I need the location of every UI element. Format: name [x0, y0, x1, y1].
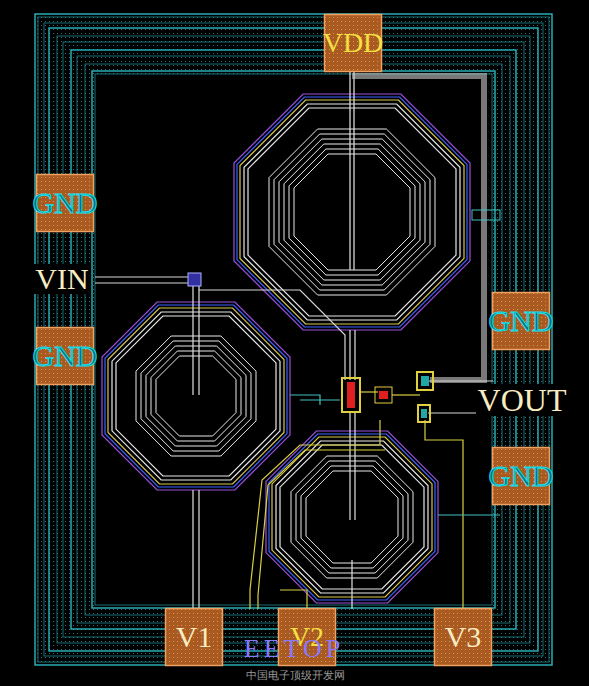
inductor-turn	[156, 356, 236, 436]
pad-name: V1	[176, 622, 213, 652]
pad-name: GND	[33, 188, 98, 218]
watermark: 中国电子顶级开发网	[244, 670, 347, 681]
inductor-outline	[112, 312, 280, 480]
inductor-outline	[108, 308, 284, 484]
guard-ring-line	[57, 36, 530, 643]
bond-pad: GND	[486, 448, 557, 505]
guard-ring-line	[95, 74, 492, 605]
signal-name: VOUT	[476, 384, 569, 416]
inductor-turn	[274, 134, 430, 290]
inductor-outline	[102, 302, 290, 490]
pad-name: GND	[489, 306, 554, 336]
guard-ring-line	[35, 14, 552, 665]
inductor-turn	[301, 466, 403, 568]
guard-ring-line	[63, 42, 524, 637]
bond-pad-metal	[435, 609, 492, 666]
guard-ring-line	[92, 71, 495, 608]
inductor-outline	[244, 104, 460, 320]
inductor-turn	[291, 456, 413, 578]
guard-ring-line	[38, 17, 549, 662]
inductor-turn	[151, 351, 241, 441]
inductor-outline	[234, 94, 470, 330]
inductor-turn	[141, 341, 251, 451]
spiral-inductor	[102, 94, 470, 603]
inductor-turn	[294, 154, 410, 270]
inductor-turn	[306, 471, 398, 563]
bond-pad: GND	[486, 293, 557, 350]
bond-pad-metal	[37, 15, 550, 666]
guard-ring-line	[44, 23, 543, 656]
bond-pad: VDD	[320, 15, 387, 72]
bond-pad-metal	[166, 609, 223, 666]
inductor-turn	[279, 139, 425, 285]
watermark: EETOP	[242, 636, 346, 662]
guard-ring	[35, 14, 552, 665]
guard-ring-line	[85, 64, 502, 615]
device	[188, 210, 500, 422]
inductor-turn	[136, 336, 256, 456]
inductor-outline	[116, 316, 276, 476]
pad-name: V3	[445, 622, 482, 652]
guard-ring-line	[71, 50, 516, 629]
bond-pad: V1	[166, 609, 223, 666]
pad-name: GND	[489, 461, 554, 491]
pad-name: VDD	[323, 29, 384, 57]
metal-wire	[95, 72, 500, 609]
bond-pad: V3	[435, 609, 492, 666]
inductor-outline	[248, 108, 456, 316]
bond-pad: GND	[30, 175, 101, 232]
inductor-turn	[284, 144, 420, 280]
signal-name: VIN	[33, 264, 90, 294]
inductor-turn	[289, 149, 415, 275]
guard-ring-line	[49, 28, 538, 651]
inductor-turn	[296, 461, 408, 573]
inductor-outline	[105, 305, 287, 487]
inductor-turn	[146, 346, 246, 446]
bond-pad: GND	[30, 328, 101, 385]
inductor-outline	[237, 97, 467, 327]
guard-ring-line	[77, 56, 510, 623]
inductor-turn	[269, 129, 435, 295]
pad-name: GND	[33, 341, 98, 371]
